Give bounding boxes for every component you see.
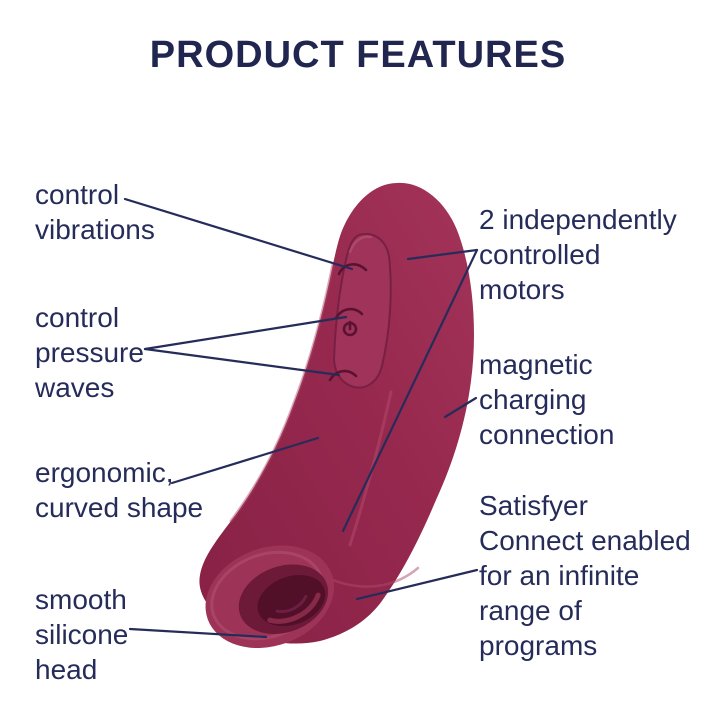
body-seam xyxy=(348,390,393,547)
control-panel-highlight xyxy=(348,235,373,254)
label-control-pressure-waves: control pressure waves xyxy=(35,302,144,403)
body-edge-highlight xyxy=(229,262,335,523)
label-two-motors: 2 independently controlled motors xyxy=(479,204,677,305)
device-body xyxy=(199,182,474,644)
label-control-vibrations: control vibrations xyxy=(35,179,155,245)
control-panel xyxy=(332,233,392,389)
head-hole-swirl-inner xyxy=(275,594,308,614)
line-pressure-waves-lower xyxy=(143,347,341,377)
label-smooth-silicone-head: smooth silicone head xyxy=(35,584,129,685)
head-hole-swirl xyxy=(267,592,321,624)
line-magnetic-charging xyxy=(443,396,478,419)
page-title: PRODUCT FEATURES xyxy=(149,34,567,76)
label-magnetic-charging: magnetic charging connection xyxy=(479,349,615,450)
line-ergonomic-shape xyxy=(170,436,320,485)
silicone-head xyxy=(205,545,335,649)
pressure-wave-button-icon xyxy=(328,369,358,382)
label-satisfyer-connect: Satisfyer Connect enabled for an infinit… xyxy=(479,490,691,661)
label-ergonomic-curved-shape: ergonomic, curved shape xyxy=(35,457,204,523)
line-control-vibrations xyxy=(123,197,354,271)
line-silicone-head xyxy=(128,627,268,639)
line-motors-lower xyxy=(341,248,479,533)
line-satisfyer-connect xyxy=(355,568,479,601)
line-motors-upper xyxy=(406,248,479,261)
head-hole xyxy=(257,575,326,627)
connector-lines xyxy=(123,197,479,639)
vibration-button-icon xyxy=(337,263,368,276)
power-button-wave-icon xyxy=(334,307,364,320)
line-pressure-waves-upper xyxy=(143,315,348,351)
